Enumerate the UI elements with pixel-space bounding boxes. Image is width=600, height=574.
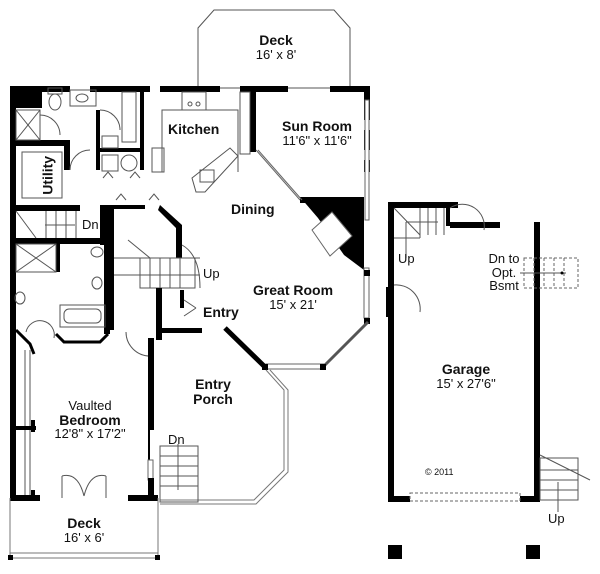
great-room-size: 15' x 21' xyxy=(269,296,317,312)
deck-bottom-name: Deck xyxy=(67,515,101,531)
bedroom-line1: Vaulted xyxy=(68,398,112,413)
bedroom-size: 12'8" x 17'2" xyxy=(54,426,126,442)
entry-label: Entry xyxy=(203,304,239,320)
sun-room-name: Sun Room xyxy=(282,118,352,134)
great-room-label: Great Room 15' x 21' xyxy=(246,283,340,311)
sun-room-size: 11'6" x 11'6" xyxy=(282,132,352,148)
main-stair-up-label: Up xyxy=(203,266,220,281)
garage-label: Garage 15' x 27'6" xyxy=(425,362,507,390)
dining-label: Dining xyxy=(231,201,275,217)
bedroom-label: Vaulted Bedroom 12'8" x 17'2" xyxy=(50,399,130,441)
garage-basement-stair-label: Dn to Opt. Bsmt xyxy=(484,252,524,293)
entry-porch-label: Entry Porch xyxy=(188,377,238,406)
entry-porch-line2: Porch xyxy=(193,390,233,407)
deck-top-label: Deck 16' x 8' xyxy=(244,33,308,61)
utility-label: Utility xyxy=(39,155,56,195)
deck-top-size: 16' x 8' xyxy=(255,46,297,62)
wall xyxy=(10,86,42,108)
exterior-stair-up-label: Up xyxy=(548,511,565,526)
sun-room-label: Sun Room 11'6" x 11'6" xyxy=(272,119,362,147)
entry-porch-line1: Entry xyxy=(195,376,231,392)
deck-bottom-size: 16' x 6' xyxy=(63,529,105,545)
deck-top-name: Deck xyxy=(259,32,293,48)
porch-stair-dn-label: Dn xyxy=(168,432,185,447)
basement-line1: Dn to xyxy=(488,251,520,266)
garage-size: 15' x 27'6" xyxy=(436,375,496,391)
copyright-label: © 2011 xyxy=(425,467,454,477)
garage-stair-up-label: Up xyxy=(398,251,415,266)
bedroom-line2: Bedroom xyxy=(59,411,121,428)
deck-bottom-label: Deck 16' x 6' xyxy=(54,516,114,544)
garage-name: Garage xyxy=(441,361,491,377)
kitchen-label: Kitchen xyxy=(168,121,220,137)
basement-line3: Bsmt xyxy=(489,278,519,294)
basement-line2: Opt. xyxy=(491,264,517,280)
utility-stair-dn-label: Dn xyxy=(82,217,99,232)
great-room-name: Great Room xyxy=(252,282,334,298)
